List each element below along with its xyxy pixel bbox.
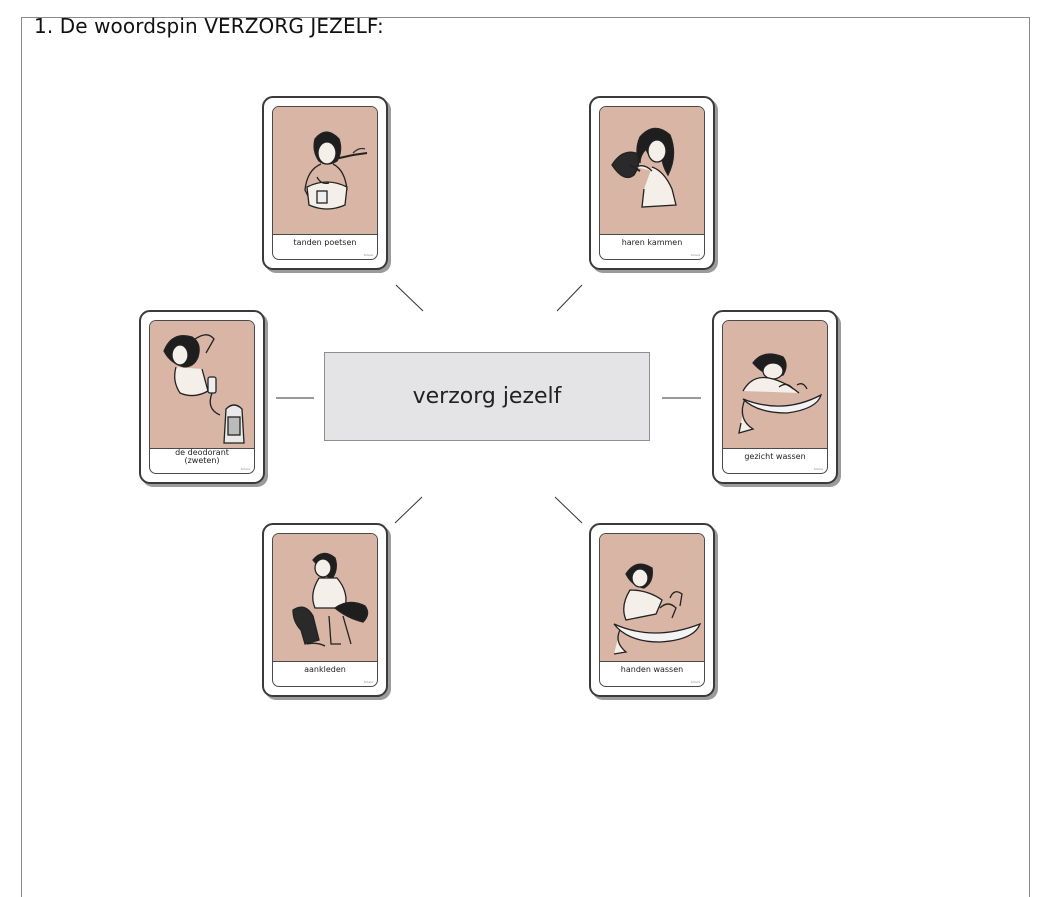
washing-face-illustration (723, 321, 827, 449)
card-gezicht-wassen: gezicht wassen Sclera (712, 310, 838, 484)
card-caption: de deodorant (zweten) (175, 448, 229, 465)
getting-dressed-illustration (273, 534, 377, 662)
card-inner: de deodorant (zweten) Sclera (149, 320, 255, 474)
card-inner: gezicht wassen Sclera (722, 320, 828, 474)
card-tanden-poetsen: tanden poetsen Sclera (262, 96, 388, 270)
connector-top-left (395, 284, 424, 312)
card-caption: handen wassen (620, 665, 684, 674)
connector-bottom-right (554, 496, 583, 524)
card-caption: gezicht wassen (744, 452, 806, 461)
card-credit: Sclera (690, 253, 700, 257)
central-concept-label: verzorg jezelf (412, 384, 562, 409)
card-credit: Sclera (813, 467, 823, 471)
worksheet-frame (21, 17, 1030, 897)
card-aankleden: aankleden Sclera (262, 523, 388, 697)
central-concept-box: verzorg jezelf (324, 352, 650, 441)
connector-bottom-left (394, 496, 423, 524)
card-inner: handen wassen Sclera (599, 533, 705, 687)
card-credit: Sclera (363, 253, 373, 257)
card-inner: tanden poetsen Sclera (272, 106, 378, 260)
exercise-heading: 1. De woordspin VERZORG JEZELF: (34, 14, 384, 38)
connector-top-right (556, 284, 583, 312)
card-caption: tanden poetsen (293, 238, 357, 247)
card-caption: aankleden (304, 665, 346, 674)
card-caption: haren kammen (621, 238, 683, 247)
card-inner: aankleden Sclera (272, 533, 378, 687)
card-de-deodorant: de deodorant (zweten) Sclera (139, 310, 265, 484)
washing-hands-illustration (600, 534, 704, 662)
card-inner: haren kammen Sclera (599, 106, 705, 260)
combing-hair-illustration (600, 107, 704, 235)
card-credit: Sclera (363, 680, 373, 684)
card-handen-wassen: handen wassen Sclera (589, 523, 715, 697)
card-haren-kammen: haren kammen Sclera (589, 96, 715, 270)
brushing-teeth-illustration (273, 107, 377, 235)
deodorant-illustration (150, 321, 254, 449)
card-credit: Sclera (690, 680, 700, 684)
card-credit: Sclera (240, 467, 250, 471)
